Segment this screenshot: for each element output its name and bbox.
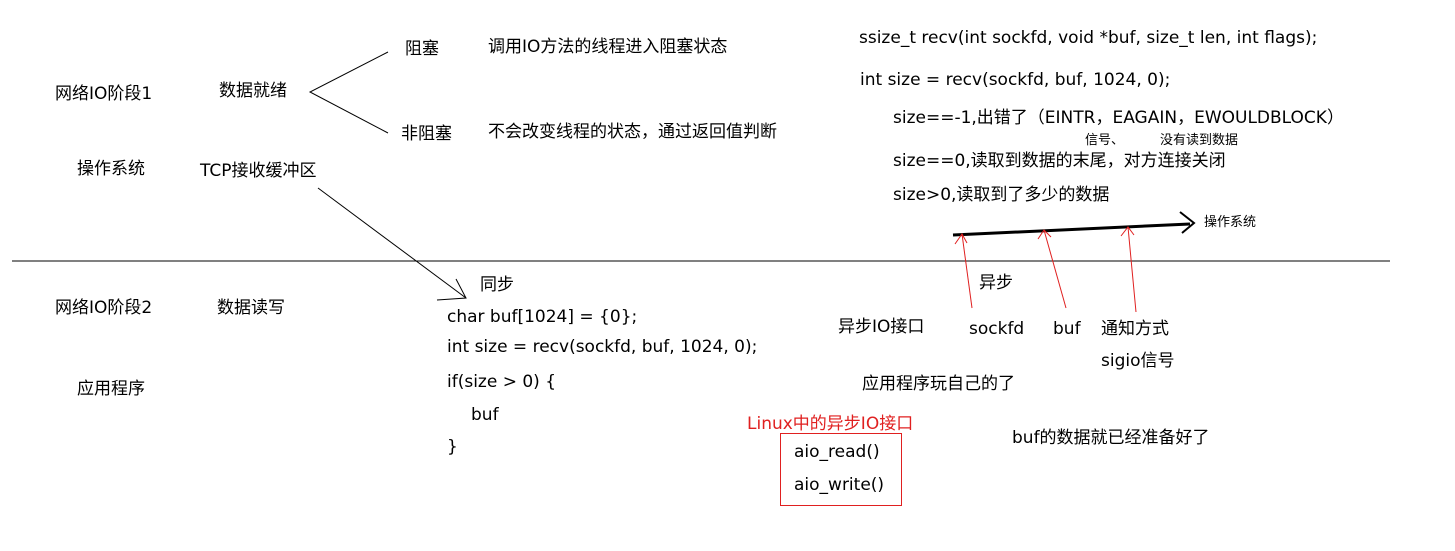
async-param-notify: 通知方式 <box>1101 319 1169 339</box>
stage2-subtitle: 应用程序 <box>77 379 145 399</box>
recv-case-error: size==-1,出错了（EINTR，EAGAIN，EWOULDBLOCK） <box>893 108 1344 128</box>
app-note: 应用程序玩自己的了 <box>862 374 1015 394</box>
data-rw-label: 数据读写 <box>217 298 285 318</box>
os-timeline-arrow <box>952 222 1191 237</box>
code-line: } <box>447 437 458 457</box>
blocking-label: 阻塞 <box>405 39 439 59</box>
recv-case-positive: size>0,读取到了多少的数据 <box>893 185 1110 205</box>
data-ready-label: 数据就绪 <box>219 81 287 101</box>
code-line: if(size > 0) { <box>447 372 557 392</box>
note-signal: 信号、 <box>1085 133 1125 148</box>
linux-aio-box <box>780 433 902 506</box>
async-interface-label: 异步IO接口 <box>838 317 925 337</box>
nonblocking-desc: 不会改变线程的状态，通过返回值判断 <box>488 122 777 142</box>
async-label: 异步 <box>979 273 1013 293</box>
stage2-title: 网络IO阶段2 <box>55 298 153 318</box>
note-no-data: 没有读到数据 <box>1160 133 1239 148</box>
os-timeline-arrowhead <box>1179 211 1196 234</box>
nonblocking-label: 非阻塞 <box>401 124 452 144</box>
tcp-to-sync-arrow <box>317 187 467 299</box>
sync-label: 同步 <box>480 275 514 295</box>
recv-case-zero: size==0,读取到数据的末尾，对方连接关闭 <box>893 151 1226 171</box>
buf-ready-note: buf的数据就已经准备好了 <box>1012 428 1210 448</box>
blocking-desc: 调用IO方法的线程进入阻塞状态 <box>488 37 728 57</box>
code-line: buf <box>471 405 499 425</box>
async-param-buf: buf <box>1053 319 1081 339</box>
async-param-sockfd: sockfd <box>969 319 1025 339</box>
code-line: char buf[1024] = {0}; <box>447 307 638 327</box>
recv-signature: ssize_t recv(int sockfd, void *buf, size… <box>859 28 1318 48</box>
recv-call: int size = recv(sockfd, buf, 1024, 0); <box>860 70 1171 90</box>
code-line: int size = recv(sockfd, buf, 1024, 0); <box>447 337 758 357</box>
async-param-arrows <box>954 226 1137 313</box>
stage1-title: 网络IO阶段1 <box>55 84 153 104</box>
aio-read-func: aio_read() <box>794 442 880 462</box>
sigio-signal-label: sigio信号 <box>1101 351 1175 371</box>
branch-lines <box>308 51 389 134</box>
os-timeline-label: 操作系统 <box>1204 215 1257 230</box>
linux-aio-title: Linux中的异步IO接口 <box>747 414 914 434</box>
aio-write-func: aio_write() <box>794 475 885 495</box>
tcp-buffer-label: TCP接收缓冲区 <box>200 161 317 181</box>
tcp-to-sync-arrowhead <box>436 278 467 301</box>
stage1-subtitle: 操作系统 <box>77 159 145 179</box>
